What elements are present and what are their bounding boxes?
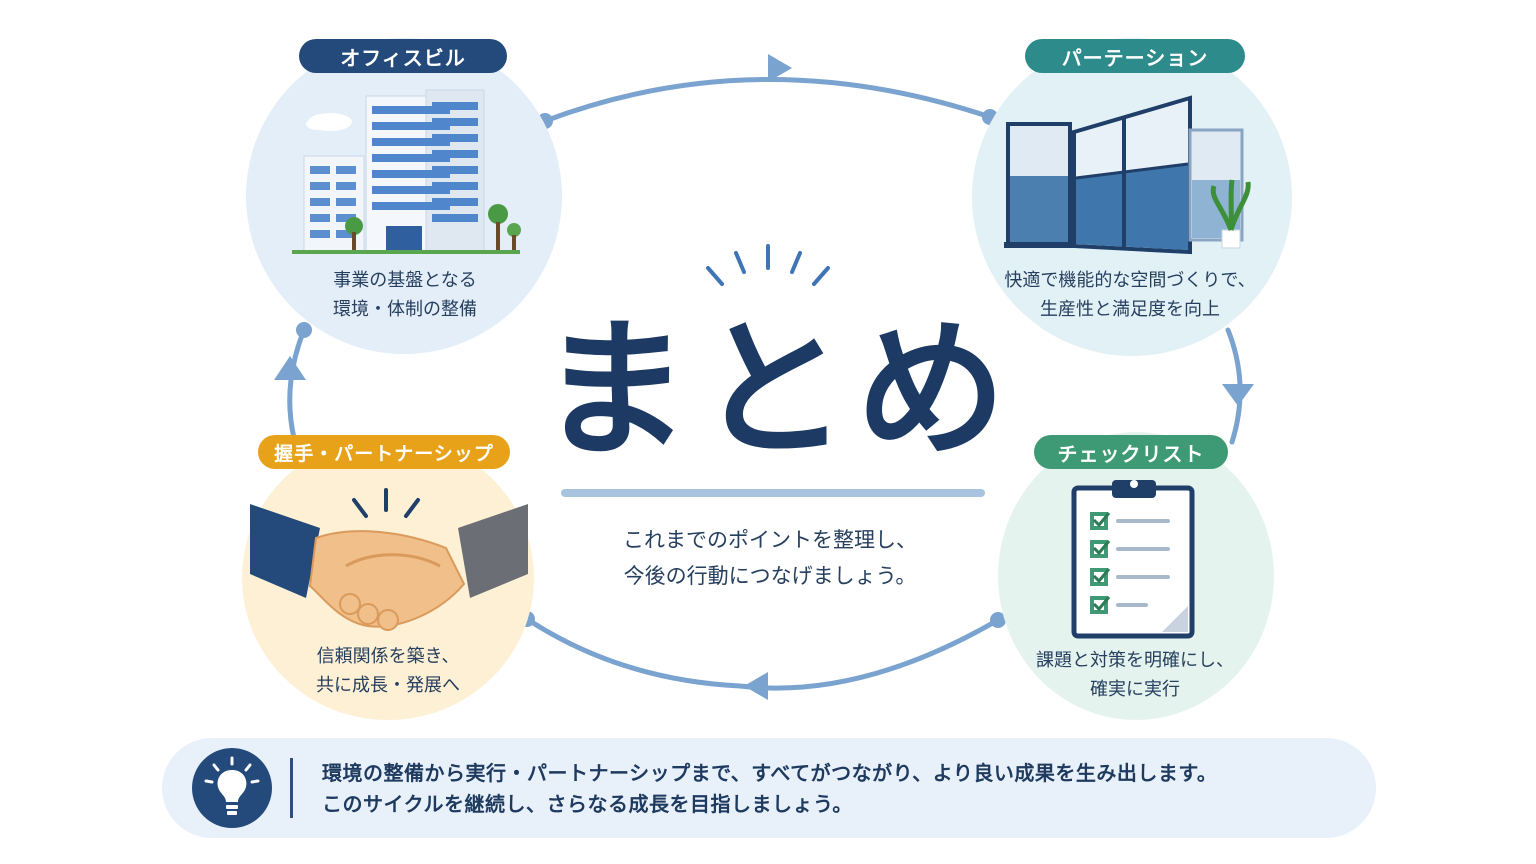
office-building-icon <box>292 89 521 254</box>
arrowhead-top <box>768 54 792 82</box>
partition-icon <box>1004 95 1251 255</box>
stage-label-office: オフィスビル <box>299 39 507 73</box>
arrow-checklist-to-handshake <box>524 616 1001 691</box>
stage-label-checklist: チェックリスト <box>1034 435 1228 469</box>
page-title: まとめ <box>540 304 1015 478</box>
banner-text: 環境の整備から実行・パートナーシップまで、すべてがつながり、より良い成果を生み出… <box>322 761 1218 816</box>
stage-caption-handshake: 信頼関係を築き、 共に成長・発展へ <box>316 646 460 696</box>
lightbulb-icon <box>204 756 260 815</box>
summary-banner <box>162 738 1376 838</box>
stage-label-handshake: 握手・パートナーシップ <box>258 435 510 469</box>
stage-label-partition: パーテーション <box>1025 39 1245 73</box>
spark-icon <box>706 244 830 286</box>
banner-divider <box>290 758 293 818</box>
arrowhead-right <box>1222 384 1254 406</box>
lightbulb-badge <box>192 748 272 828</box>
clipboard-checklist-icon <box>1071 480 1195 639</box>
arrowhead-left <box>274 356 306 380</box>
arrow-handshake-to-office <box>287 327 307 441</box>
stage-caption-checklist: 課題と対策を明確にし、 確実に実行 <box>1036 650 1234 700</box>
subtitle: これまでのポイントを整理し、 今後の行動につなげましょう。 <box>623 528 917 588</box>
arrow-office-to-partition <box>542 77 993 124</box>
stage-caption-office: 事業の基盤となる 環境・体制の整備 <box>333 270 477 320</box>
handshake-icon <box>250 488 528 631</box>
title-underline <box>561 489 985 497</box>
arrowhead-bottom <box>744 672 768 700</box>
stage-caption-partition: 快適で機能的な空間づくりで、 生産性と満足度を向上 <box>1004 270 1256 320</box>
